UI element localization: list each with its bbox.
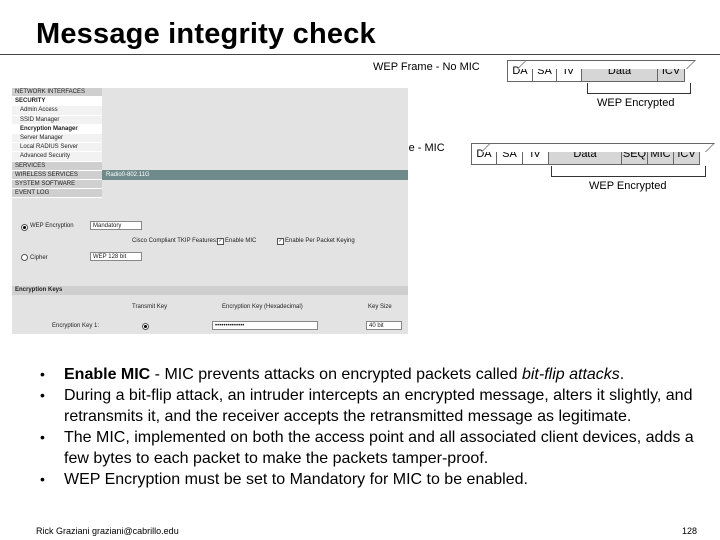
footer-author: Rick Graziani graziani@cabrillo.edu	[36, 526, 179, 536]
cipher-label: Cipher	[30, 255, 48, 261]
enable-per-packet-label: Enable Per Packet Keying	[285, 238, 355, 244]
menu-ssid-manager[interactable]: SSID Manager	[12, 115, 102, 125]
encryption-key-1-input[interactable]: ••••••••••••••	[212, 321, 318, 330]
no-mic-caption: WEP Frame - No MIC	[373, 61, 480, 73]
enable-per-packet-checkbox[interactable]: ✓	[277, 238, 284, 245]
bullet-enable-mic-italic: bit-flip attacks	[521, 366, 620, 383]
transmit-key-1-radio[interactable]	[142, 323, 149, 330]
bullet-enable-mic-text: - MIC prevents attacks on encrypted pack…	[150, 366, 522, 383]
bullet-marker: •	[40, 471, 45, 487]
config-menu: NETWORK INTERFACES SECURITY Admin Access…	[12, 88, 102, 199]
bullet-enable-mic-tail: .	[619, 366, 625, 383]
bullet-bit-flip-text: During a bit-flip attack, an intruder in…	[64, 387, 693, 425]
cipher-radio[interactable]	[21, 254, 28, 261]
enable-mic-checkbox[interactable]: ✓	[217, 238, 224, 245]
no-mic-encrypted-label: WEP Encrypted	[597, 97, 675, 109]
menu-network-interfaces[interactable]: NETWORK INTERFACES	[12, 88, 102, 98]
bullet-wep-mandatory: • WEP Encryption must be set to Mandator…	[40, 469, 710, 490]
cisco-compliant-label: Cisco Compliant TKIP Features:	[132, 238, 218, 244]
bullet-marker: •	[40, 429, 45, 445]
bullet-enable-mic-bold: Enable MIC	[64, 366, 151, 383]
no-mic-frame-top	[517, 60, 696, 69]
col-encryption-key: Encryption Key (Hexadecimal)	[222, 304, 303, 310]
bullet-enable-mic: • Enable MIC - MIC prevents attacks on e…	[40, 364, 710, 385]
title-divider	[0, 54, 720, 55]
wep-encryption-radio[interactable]	[21, 224, 28, 231]
menu-local-radius[interactable]: Local RADIUS Server	[12, 143, 102, 153]
menu-system-software[interactable]: SYSTEM SOFTWARE	[12, 179, 102, 190]
radio-header-label: Radio0-802.11G	[106, 172, 150, 178]
no-mic-encrypted-bracket	[587, 83, 691, 94]
col-transmit-key: Transmit Key	[132, 304, 168, 310]
bullet-bit-flip: • During a bit-flip attack, an intruder …	[40, 385, 710, 427]
encryption-manager-screenshot: NETWORK INTERFACES SECURITY Admin Access…	[12, 88, 408, 334]
bullet-mic-implemented-text: The MIC, implemented on both the access …	[64, 429, 694, 467]
menu-admin-access[interactable]: Admin Access	[12, 106, 102, 116]
bullet-mic-implemented: • The MIC, implemented on both the acces…	[40, 427, 710, 469]
menu-security[interactable]: SECURITY	[12, 97, 102, 107]
enable-mic-label: Enable MIC	[225, 238, 257, 244]
bullet-list: • Enable MIC - MIC prevents attacks on e…	[40, 364, 710, 490]
menu-wireless-services[interactable]: WIRELESS SERVICES	[12, 170, 102, 180]
cipher-select[interactable]: WEP 128 bit	[90, 252, 142, 261]
col-key-size: Key Size	[368, 304, 392, 310]
radio-header-bar: Radio0-802.11G	[102, 170, 408, 180]
menu-advanced-security[interactable]: Advanced Security	[12, 152, 102, 162]
bullet-wep-mandatory-text: WEP Encryption must be set to Mandatory …	[64, 471, 528, 488]
wep-encryption-label: WEP Encryption	[30, 223, 74, 229]
menu-event-log[interactable]: EVENT LOG	[12, 189, 102, 199]
mic-encrypted-bracket	[551, 166, 706, 177]
mic-frame-top	[481, 143, 715, 152]
menu-services[interactable]: SERVICES	[12, 161, 102, 171]
bullet-marker: •	[40, 387, 45, 403]
encryption-keys-bar: Encryption Keys	[12, 286, 408, 295]
slide-title: Message integrity check	[36, 18, 376, 50]
encryption-key-1-label: Encryption Key 1:	[52, 323, 100, 329]
page-number: 128	[682, 526, 698, 536]
menu-encryption-manager[interactable]: Encryption Manager	[12, 124, 102, 134]
wep-encryption-select[interactable]: Mandatory	[90, 221, 142, 230]
menu-server-manager[interactable]: Server Manager	[12, 133, 102, 144]
key-1-size-select[interactable]: 40 bit	[366, 321, 402, 330]
mic-encrypted-label: WEP Encrypted	[589, 180, 667, 192]
bullet-marker: •	[40, 366, 45, 382]
